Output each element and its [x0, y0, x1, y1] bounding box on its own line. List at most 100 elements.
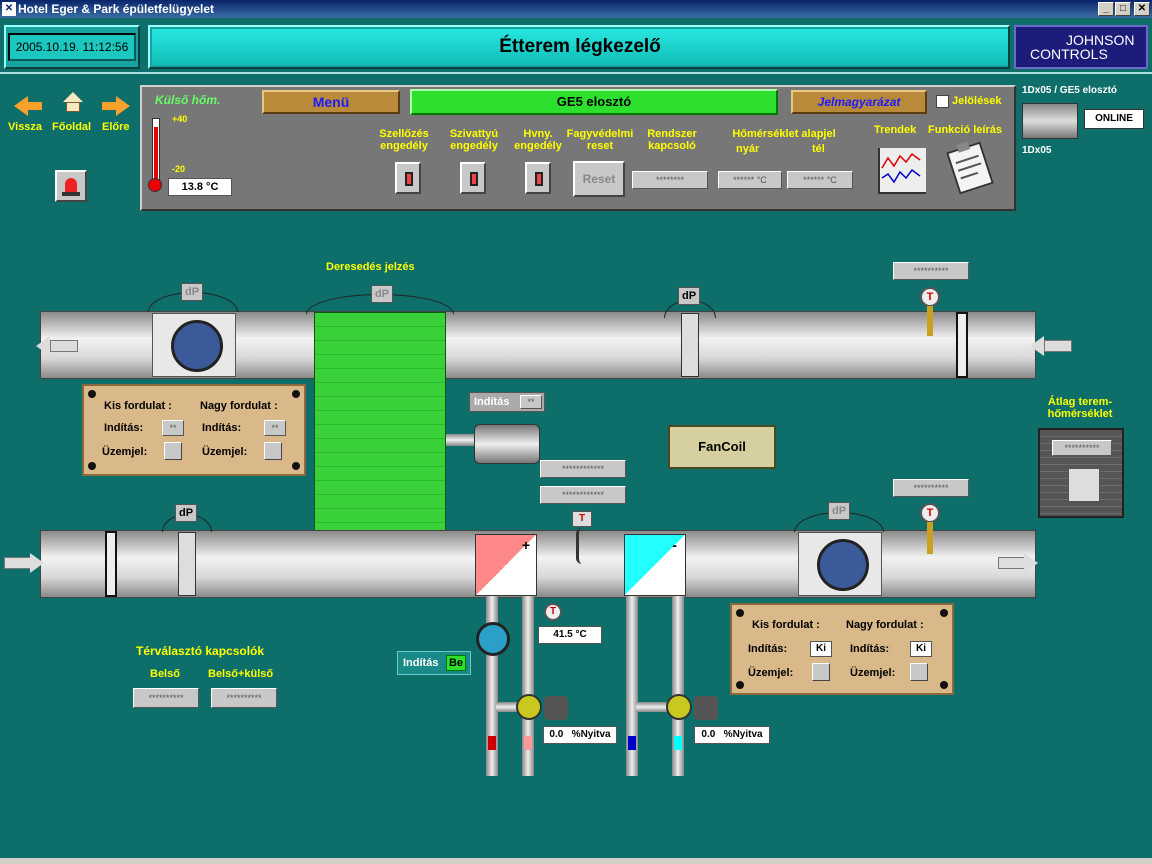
- arrow-left-icon: [14, 96, 42, 116]
- pump-enable-label: Szivattyú engedély: [449, 128, 499, 152]
- thermometer-max: +40: [172, 114, 188, 124]
- cooling-return-indicator: [674, 736, 682, 750]
- heating-pump-icon[interactable]: [476, 622, 510, 656]
- exhaust-large-speed-label: Nagy fordulat :: [200, 400, 278, 412]
- cooling-minus: -: [672, 537, 677, 553]
- exhaust-large-status-label: Üzemjel:: [202, 446, 248, 458]
- exhaust-small-start-value[interactable]: **: [162, 420, 184, 436]
- frost-reset-button[interactable]: Reset: [573, 161, 625, 197]
- supply-speed-panel: Kis fordulat : Nagy fordulat : Indítás: …: [730, 603, 954, 695]
- frost-label: Deresedés jelzés: [326, 261, 415, 273]
- cooling-valve-actuator: [694, 696, 718, 720]
- vent-enable-switch[interactable]: [395, 162, 421, 194]
- alarm-light-icon: [65, 178, 77, 192]
- close-button[interactable]: ✕: [1134, 2, 1150, 16]
- pump-enable-switch[interactable]: [460, 162, 486, 194]
- function-desc-label: Funkció leírás: [928, 124, 1002, 136]
- home-icon[interactable]: [63, 92, 83, 114]
- exhaust-fan-dp[interactable]: dP: [181, 283, 203, 301]
- forward-label[interactable]: Előre: [102, 121, 130, 133]
- header-divider: [0, 72, 1152, 74]
- coil-dp[interactable]: dP: [371, 285, 393, 303]
- alarm-button[interactable]: [55, 170, 87, 202]
- supply-temp-sensor[interactable]: T: [920, 503, 940, 523]
- exhaust-filter-dp[interactable]: dP: [678, 287, 700, 305]
- maximize-button[interactable]: □: [1115, 2, 1131, 16]
- supply-damper[interactable]: [105, 531, 117, 597]
- exhaust-large-start-value[interactable]: **: [264, 420, 286, 436]
- recovery-start-value: **: [520, 395, 542, 409]
- exhaust-small-status-indicator: [164, 442, 182, 460]
- room-wall-icon: **********: [1038, 428, 1124, 518]
- cooling-valve-icon[interactable]: [666, 694, 692, 720]
- minimize-button[interactable]: _: [1098, 2, 1114, 16]
- supply-fan-dp[interactable]: dP: [828, 502, 850, 520]
- water-temp-sensor[interactable]: T: [544, 603, 562, 621]
- exhaust-large-start-label: Indítás:: [202, 422, 242, 434]
- menu-button[interactable]: Menü: [262, 90, 400, 114]
- heating-valve-unit: %Nyitva: [571, 729, 611, 740]
- legend-button[interactable]: Jelmagyarázat: [791, 90, 927, 114]
- supply-out-arrow-stem: [998, 557, 1026, 569]
- exhaust-in-arrow-icon: [1030, 336, 1044, 356]
- fan-icon: [171, 320, 223, 372]
- heating-pump-start-value: Be: [446, 655, 466, 671]
- vent-enable-label: Szellőzés engedély: [379, 128, 429, 152]
- exhaust-small-status-label: Üzemjel:: [102, 446, 148, 458]
- recovery-start-box[interactable]: Indítás **: [469, 392, 545, 412]
- markings-checkbox[interactable]: [936, 95, 949, 108]
- trend-chart-icon[interactable]: [878, 148, 926, 194]
- thermometer-min: -20: [172, 164, 186, 174]
- exhaust-large-status-indicator: [264, 442, 282, 460]
- heating-plus: +: [521, 537, 530, 553]
- winter-setpoint-field[interactable]: ****** °C: [787, 171, 853, 189]
- supply-large-speed-label: Nagy fordulat :: [846, 619, 924, 631]
- zone-inner-outer-switch[interactable]: **********: [211, 688, 277, 708]
- heating-valve-value: 0.0: [549, 729, 564, 740]
- cooling-supply-pipe: [626, 596, 638, 776]
- supply-in-arrow-stem: [4, 557, 32, 569]
- summer-setpoint-field[interactable]: ****** °C: [718, 171, 782, 189]
- forward-button[interactable]: [102, 96, 130, 116]
- heating-pump-start-box[interactable]: Indítás Be: [397, 651, 471, 675]
- heating-coil: +: [475, 534, 537, 596]
- logo-line2: CONTROLS: [1030, 46, 1108, 62]
- exhaust-speed-panel: Kis fordulat : Nagy fordulat : Indítás: …: [82, 384, 306, 476]
- heating-valve-position: 0.0 %Nyitva: [543, 726, 617, 744]
- heating-valve-icon[interactable]: [516, 694, 542, 720]
- winter-setpoint-value: ******: [803, 175, 825, 185]
- avg-temp-value: **********: [1052, 440, 1112, 456]
- avg-temp-label: Átlag terem-hőmérséklet: [1047, 396, 1113, 420]
- heating-valve-actuator: [544, 696, 568, 720]
- exhaust-fan[interactable]: [152, 313, 236, 377]
- controller-device-icon[interactable]: [1022, 103, 1078, 139]
- supply-fan[interactable]: [798, 532, 882, 596]
- fancoil-button[interactable]: FanCoil: [668, 425, 776, 469]
- heating-bypass-pipe: [496, 702, 526, 712]
- fan-icon: [817, 539, 869, 591]
- back-label[interactable]: Vissza: [8, 121, 43, 133]
- hvny-enable-switch[interactable]: [525, 162, 551, 194]
- supply-filter-dp[interactable]: dP: [175, 504, 197, 522]
- johnson-controls-logo: JOHNSON CONTROLS: [1014, 25, 1148, 69]
- distributor-banner[interactable]: GE5 elosztó: [410, 89, 778, 115]
- zone-title: Térválasztó kapcsolók: [136, 644, 265, 658]
- supply-temp-probe: [927, 522, 933, 554]
- exhaust-temp-sensor[interactable]: T: [920, 287, 940, 307]
- home-label[interactable]: Főoldal: [52, 121, 92, 133]
- app-icon: ✕: [2, 2, 16, 16]
- zone-inner-switch[interactable]: **********: [133, 688, 199, 708]
- zone-inner-label: Belső: [150, 668, 180, 680]
- back-button[interactable]: [12, 96, 42, 116]
- supply-out-arrow-icon: [1024, 553, 1038, 573]
- thermometer-bulb: [148, 178, 162, 192]
- system-switch-value[interactable]: ********: [632, 171, 708, 189]
- outdoor-temp-value: 13.8 °C: [168, 178, 232, 196]
- frost-thermostat[interactable]: T: [572, 511, 592, 527]
- exhaust-damper[interactable]: [956, 312, 968, 378]
- exhaust-small-start-label: Indítás:: [104, 422, 144, 434]
- supply-large-start-value[interactable]: Ki: [910, 641, 932, 657]
- supply-large-status-label: Üzemjel:: [850, 667, 896, 679]
- supply-small-start-value[interactable]: Ki: [810, 641, 832, 657]
- outdoor-temp-label: Külső hőm.: [155, 93, 221, 107]
